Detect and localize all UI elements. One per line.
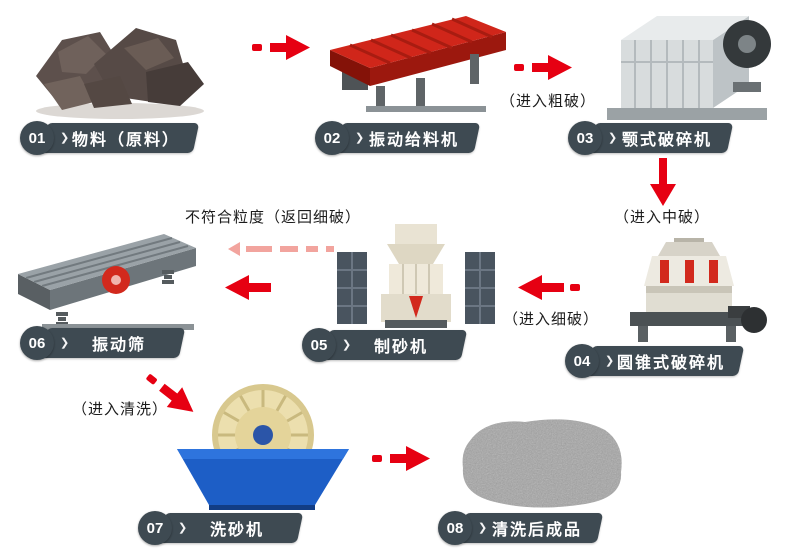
arrow-material-to-feeder-icon bbox=[252, 32, 310, 68]
chevron-icon: ❯ bbox=[342, 339, 352, 352]
step-ribbon-07: ❯ 洗砂机 bbox=[162, 513, 300, 543]
jaw-crusher-illustration bbox=[595, 4, 780, 131]
step-number-08: 08 bbox=[438, 511, 472, 545]
step-label-07: 洗砂机 bbox=[209, 522, 264, 539]
step-number-03: 03 bbox=[568, 121, 602, 155]
arrow-feeder-to-jaw-icon bbox=[514, 52, 572, 88]
step-tag-07: 07 ❯ 洗砂机 bbox=[138, 511, 300, 545]
step-number-07: 07 bbox=[138, 511, 172, 545]
step-label-01: 物料（原料） bbox=[72, 132, 181, 149]
chevron-icon: ❯ bbox=[478, 522, 488, 535]
step-label-04: 圆锥式破碎机 bbox=[617, 355, 726, 372]
step-tag-06: 06 ❯ 振动筛 bbox=[20, 326, 182, 360]
step-tag-05: 05 ❯ 制砂机 bbox=[302, 328, 464, 362]
arrow-cone-to-sandmaker-icon bbox=[518, 272, 580, 308]
step-ribbon-06: ❯ 振动筛 bbox=[44, 328, 182, 358]
step-label-05: 制砂机 bbox=[373, 339, 428, 356]
note-coarse-crushing: （进入粗破） bbox=[500, 93, 597, 110]
sand-maker-illustration bbox=[325, 218, 507, 338]
chevron-icon: ❯ bbox=[605, 355, 615, 368]
step-number-01: 01 bbox=[20, 121, 54, 155]
step-label-06: 振动筛 bbox=[91, 337, 146, 354]
step-number-04: 04 bbox=[565, 344, 599, 378]
dashed-return-arrow-icon bbox=[228, 242, 378, 261]
step-number-06: 06 bbox=[20, 326, 54, 360]
arrow-jaw-to-cone-icon bbox=[648, 158, 678, 211]
raw-material-photo bbox=[28, 14, 210, 125]
step-ribbon-08: ❯ 清洗后成品 bbox=[462, 513, 600, 543]
note-medium-crushing: （进入中破） bbox=[614, 209, 711, 226]
step-tag-04: 04 ❯ 圆锥式破碎机 bbox=[565, 344, 741, 378]
arrow-screen-to-washer-icon bbox=[135, 364, 203, 428]
sand-washer-illustration bbox=[165, 383, 360, 516]
step-tag-08: 08 ❯ 清洗后成品 bbox=[438, 511, 600, 545]
step-label-03: 颚式破碎机 bbox=[621, 132, 712, 149]
vibrating-screen-illustration bbox=[12, 224, 210, 337]
chevron-icon: ❯ bbox=[60, 337, 70, 350]
step-number-05: 05 bbox=[302, 328, 336, 362]
step-ribbon-01: ❯ 物料（原料） bbox=[44, 123, 196, 153]
step-label-08: 清洗后成品 bbox=[491, 522, 582, 539]
chevron-icon: ❯ bbox=[608, 132, 618, 145]
chevron-icon: ❯ bbox=[60, 132, 70, 145]
finished-sand-photo bbox=[455, 412, 627, 515]
arrow-washer-to-product-icon bbox=[372, 443, 430, 479]
note-recycle-return: 不符合粒度（返回细破） bbox=[185, 209, 362, 226]
arrow-sandmaker-to-screen-icon bbox=[225, 272, 271, 308]
step-tag-02: 02 ❯ 振动给料机 bbox=[315, 121, 477, 155]
step-tag-03: 03 ❯ 颚式破碎机 bbox=[568, 121, 730, 155]
step-ribbon-02: ❯ 振动给料机 bbox=[339, 123, 477, 153]
chevron-icon: ❯ bbox=[355, 132, 365, 145]
step-tag-01: 01 ❯ 物料（原料） bbox=[20, 121, 196, 155]
step-number-02: 02 bbox=[315, 121, 349, 155]
step-ribbon-03: ❯ 颚式破碎机 bbox=[592, 123, 730, 153]
step-ribbon-05: ❯ 制砂机 bbox=[326, 330, 464, 360]
note-washing: （进入清洗） bbox=[72, 401, 169, 418]
cone-crusher-illustration bbox=[608, 236, 770, 353]
note-fine-crushing: （进入细破） bbox=[503, 311, 600, 328]
vibrating-feeder-illustration bbox=[318, 8, 513, 125]
step-ribbon-04: ❯ 圆锥式破碎机 bbox=[589, 346, 741, 376]
step-label-02: 振动给料机 bbox=[368, 132, 459, 149]
chevron-icon: ❯ bbox=[178, 522, 188, 535]
